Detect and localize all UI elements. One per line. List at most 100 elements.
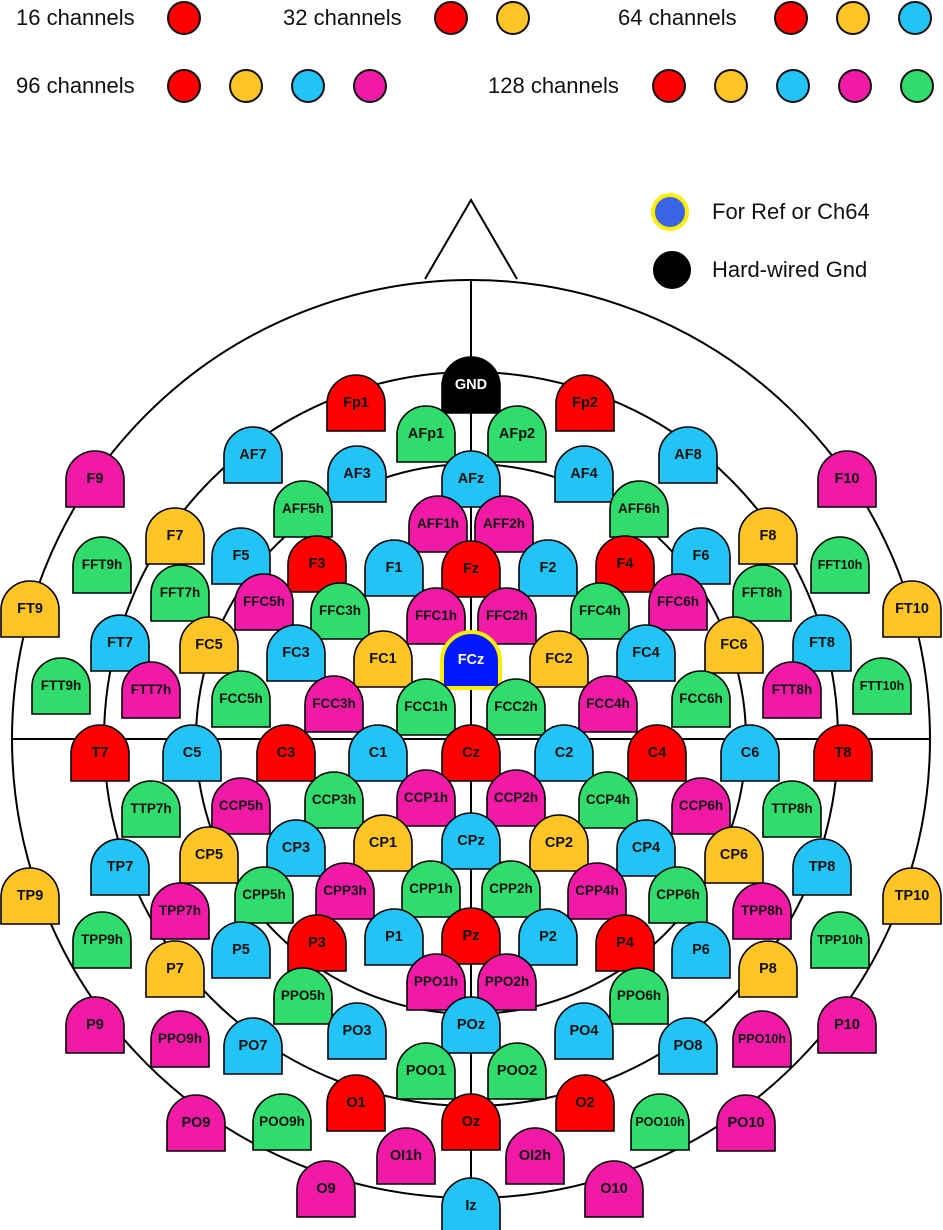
- electrode-label: AFF2h: [483, 516, 525, 531]
- legend-red-dot: [434, 1, 468, 35]
- electrode-fft10h: FFT10h: [810, 536, 870, 594]
- electrode-p1: P1: [364, 908, 424, 966]
- electrode-label: P8: [759, 961, 777, 977]
- electrode-shape: [150, 882, 210, 940]
- electrode-shape: [70, 724, 130, 782]
- electrode-shape: [627, 724, 687, 782]
- electrode-label: TP7: [107, 859, 134, 875]
- electrode-label: F5: [233, 548, 250, 564]
- electrode-o10: O10: [584, 1160, 644, 1218]
- electrode-label: TPP8h: [741, 903, 783, 918]
- electrode-shape: [364, 539, 424, 597]
- electrode-ppo5h: PPO5h: [273, 967, 333, 1025]
- electrode-shape: [266, 624, 326, 682]
- electrode-label: CPP2h: [489, 881, 533, 896]
- electrode-p7: P7: [145, 940, 205, 998]
- electrode-label: FFC4h: [579, 603, 621, 618]
- electrode-shape: [234, 573, 294, 631]
- electrode-label: P6: [692, 942, 710, 958]
- electrode-gnd: GND: [441, 356, 501, 414]
- electrode-shape: [817, 996, 877, 1054]
- electrode-label: O1: [346, 1095, 365, 1111]
- electrode-poz: POz: [441, 996, 501, 1054]
- electrode-shape: [211, 527, 271, 585]
- electrode-label: FCC6h: [679, 691, 723, 706]
- electrode-label: AF7: [239, 447, 266, 463]
- electrode-ppo2h: PPO2h: [477, 953, 537, 1011]
- electrode-shape: [518, 539, 578, 597]
- electrode-shape: [234, 866, 294, 924]
- electrode-shape: [487, 405, 547, 463]
- electrode-label: FFT8h: [742, 585, 783, 600]
- electrode-ccp1h: CCP1h: [396, 769, 456, 827]
- electrode-c2: C2: [534, 724, 594, 782]
- electrode-shape: [441, 812, 501, 870]
- electrode-shape: [671, 777, 731, 835]
- electrode-fc6: FC6: [704, 616, 764, 674]
- electrode-shape: [211, 921, 271, 979]
- electrode-shape: [65, 996, 125, 1054]
- electrode-shape: [716, 1094, 776, 1152]
- electrode-tpp8h: TPP8h: [732, 882, 792, 940]
- electrode-shape: [441, 356, 501, 414]
- electrode-shape: [327, 445, 387, 503]
- electrode-label: POO1: [406, 1063, 446, 1079]
- electrode-f5: F5: [211, 527, 271, 585]
- electrode-label: CPP3h: [323, 883, 367, 898]
- electrode-label: FCC4h: [586, 696, 630, 711]
- electrode-fcc5h: FCC5h: [211, 670, 271, 728]
- electrode-label: POO10h: [635, 1115, 684, 1129]
- electrode-shape: [396, 678, 456, 736]
- electrode-fc3: FC3: [266, 624, 326, 682]
- electrode-label: FFC3h: [319, 603, 361, 618]
- electrode-label: AF4: [570, 466, 597, 482]
- electrode-label: PO8: [673, 1038, 702, 1054]
- legend-label: 64 channels: [618, 5, 737, 30]
- electrode-label: C4: [648, 745, 667, 761]
- electrode-label: F9: [87, 471, 104, 487]
- electrode-shape: [145, 940, 205, 998]
- electrode-shape: [310, 582, 370, 640]
- electrode-shape: [326, 374, 386, 432]
- electrode-label: F7: [167, 528, 184, 544]
- electrode-label: CCP2h: [494, 790, 538, 805]
- electrode-shape: [578, 771, 638, 829]
- electrode-fcc2h: FCC2h: [486, 678, 546, 736]
- electrode-shape: [406, 587, 466, 645]
- electrode-shape: [441, 540, 501, 598]
- electrode-ppo1h: PPO1h: [406, 953, 466, 1011]
- electrode-fz: Fz: [441, 540, 501, 598]
- electrode-shape: [0, 580, 60, 638]
- electrode-shape: [477, 953, 537, 1011]
- electrode-ft8: FT8: [792, 614, 852, 672]
- electrode-p2: P2: [518, 908, 578, 966]
- electrode-label: C1: [369, 745, 388, 761]
- ref-key-dot: [651, 193, 689, 231]
- legend-label: 128 channels: [488, 73, 619, 98]
- legend-red-dot: [167, 69, 201, 103]
- electrode-aff1h: AFF1h: [408, 495, 468, 553]
- legend-orange-dot: [496, 1, 530, 35]
- electrode-shape: [121, 661, 181, 719]
- electrode-shape: [555, 1074, 615, 1132]
- electrode-shape: [529, 630, 589, 688]
- electrode-label: O2: [575, 1095, 594, 1111]
- electrode-ffc4h: FFC4h: [570, 582, 630, 640]
- electrode-label: TPP10h: [817, 933, 863, 947]
- electrode-f1: F1: [364, 539, 424, 597]
- electrode-label: FC1: [369, 651, 396, 667]
- electrode-label: CP2: [545, 835, 573, 851]
- electrode-shape: [121, 780, 181, 838]
- electrode-label: F3: [309, 556, 326, 572]
- electrode-label: CP3: [282, 840, 310, 856]
- electrode-shape: [609, 480, 669, 538]
- electrode-shape: [150, 1010, 210, 1068]
- electrode-label: FFT10h: [818, 558, 862, 572]
- electrode-p10: P10: [817, 996, 877, 1054]
- electrode-shape: [813, 724, 873, 782]
- electrode-label: F4: [617, 556, 634, 572]
- electrode-label: FFC1h: [415, 608, 457, 623]
- electrode-fft9h: FFT9h: [72, 536, 132, 594]
- electrode-shape: [441, 1093, 501, 1151]
